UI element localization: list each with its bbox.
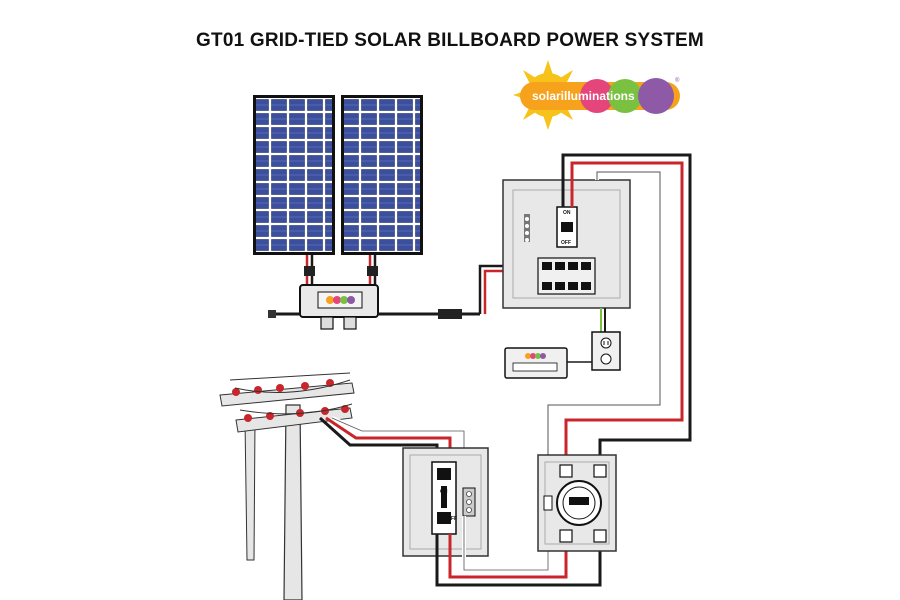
disconnect-off-label: OFF — [447, 516, 457, 522]
logo-registered-mark: ® — [675, 77, 680, 84]
outlet-icon — [591, 308, 621, 371]
breaker-panel-icon: ON OFF — [502, 179, 631, 309]
logo-circle-green — [608, 79, 642, 113]
logo-circle-pink — [580, 79, 614, 113]
monitor-icon — [504, 347, 592, 379]
neutral-bar-icon — [462, 487, 476, 517]
solar-panel-icon — [341, 95, 423, 255]
diagram-title: GT01 GRID-TIED SOLAR BILLBOARD POWER SYS… — [196, 30, 704, 51]
disconnect-switch-icon: ON OFF — [402, 447, 489, 557]
logo: solarilluminations ® — [513, 60, 680, 130]
main-breaker-on-label: ON — [563, 210, 571, 216]
feeder-wires — [546, 153, 692, 498]
disconnect-on-label: ON — [440, 489, 448, 495]
solar-panel-icon — [253, 95, 335, 255]
microinverter-icon — [268, 284, 379, 330]
logo-circle-purple — [638, 78, 674, 114]
meter-icon — [537, 454, 617, 552]
branch-breakers — [537, 257, 596, 295]
utility-pole-icon — [219, 372, 355, 600]
ground-bar-icon — [524, 214, 530, 242]
main-breaker-off-label: OFF — [561, 240, 571, 246]
logo-text: solarilluminations — [532, 89, 635, 103]
